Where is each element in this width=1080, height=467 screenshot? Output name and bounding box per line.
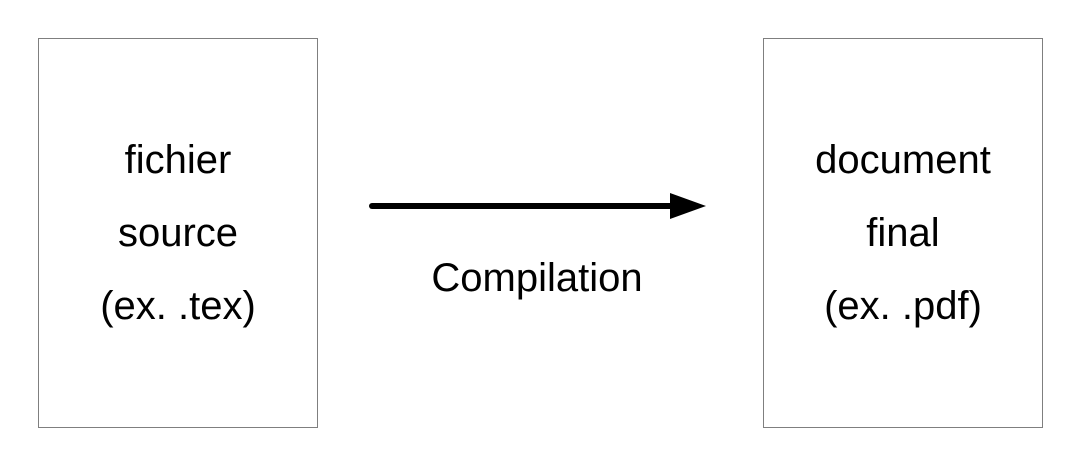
source-file-box: fichier source (ex. .tex) [38,38,318,428]
source-box-line: fichier [124,137,232,182]
source-box-line: (ex. .tex) [100,283,256,328]
target-box-line: (ex. .pdf) [824,283,982,328]
final-document-box: document final (ex. .pdf) [763,38,1043,428]
source-box-line: source [117,210,239,255]
arrow-right-icon [369,193,706,219]
target-box-line: final [866,210,940,255]
target-box-line: document [815,137,991,182]
compilation-label: Compilation [431,256,643,300]
